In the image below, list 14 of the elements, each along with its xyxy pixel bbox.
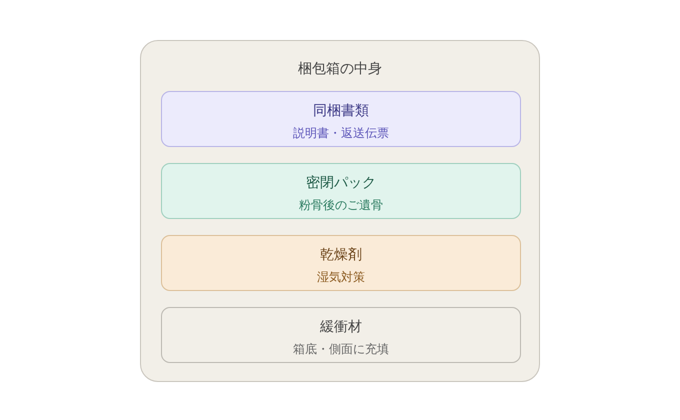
box-title: 梱包箱の中身 [298,62,382,76]
item-description: 説明書・返送伝票 [293,127,389,139]
item-title: 乾燥剤 [320,248,362,262]
item-card [161,307,521,363]
container-box [140,40,540,382]
item-description: 箱底・側面に充填 [293,343,389,355]
item-card [161,91,521,147]
item-card [161,235,521,291]
item-description: 湿気対策 [317,271,365,283]
item-title: 密閉パック [306,176,376,190]
item-description: 粉骨後のご遺骨 [299,199,383,211]
item-card [161,163,521,219]
item-title: 緩衝材 [320,320,362,334]
item-title: 同梱書類 [313,104,369,118]
